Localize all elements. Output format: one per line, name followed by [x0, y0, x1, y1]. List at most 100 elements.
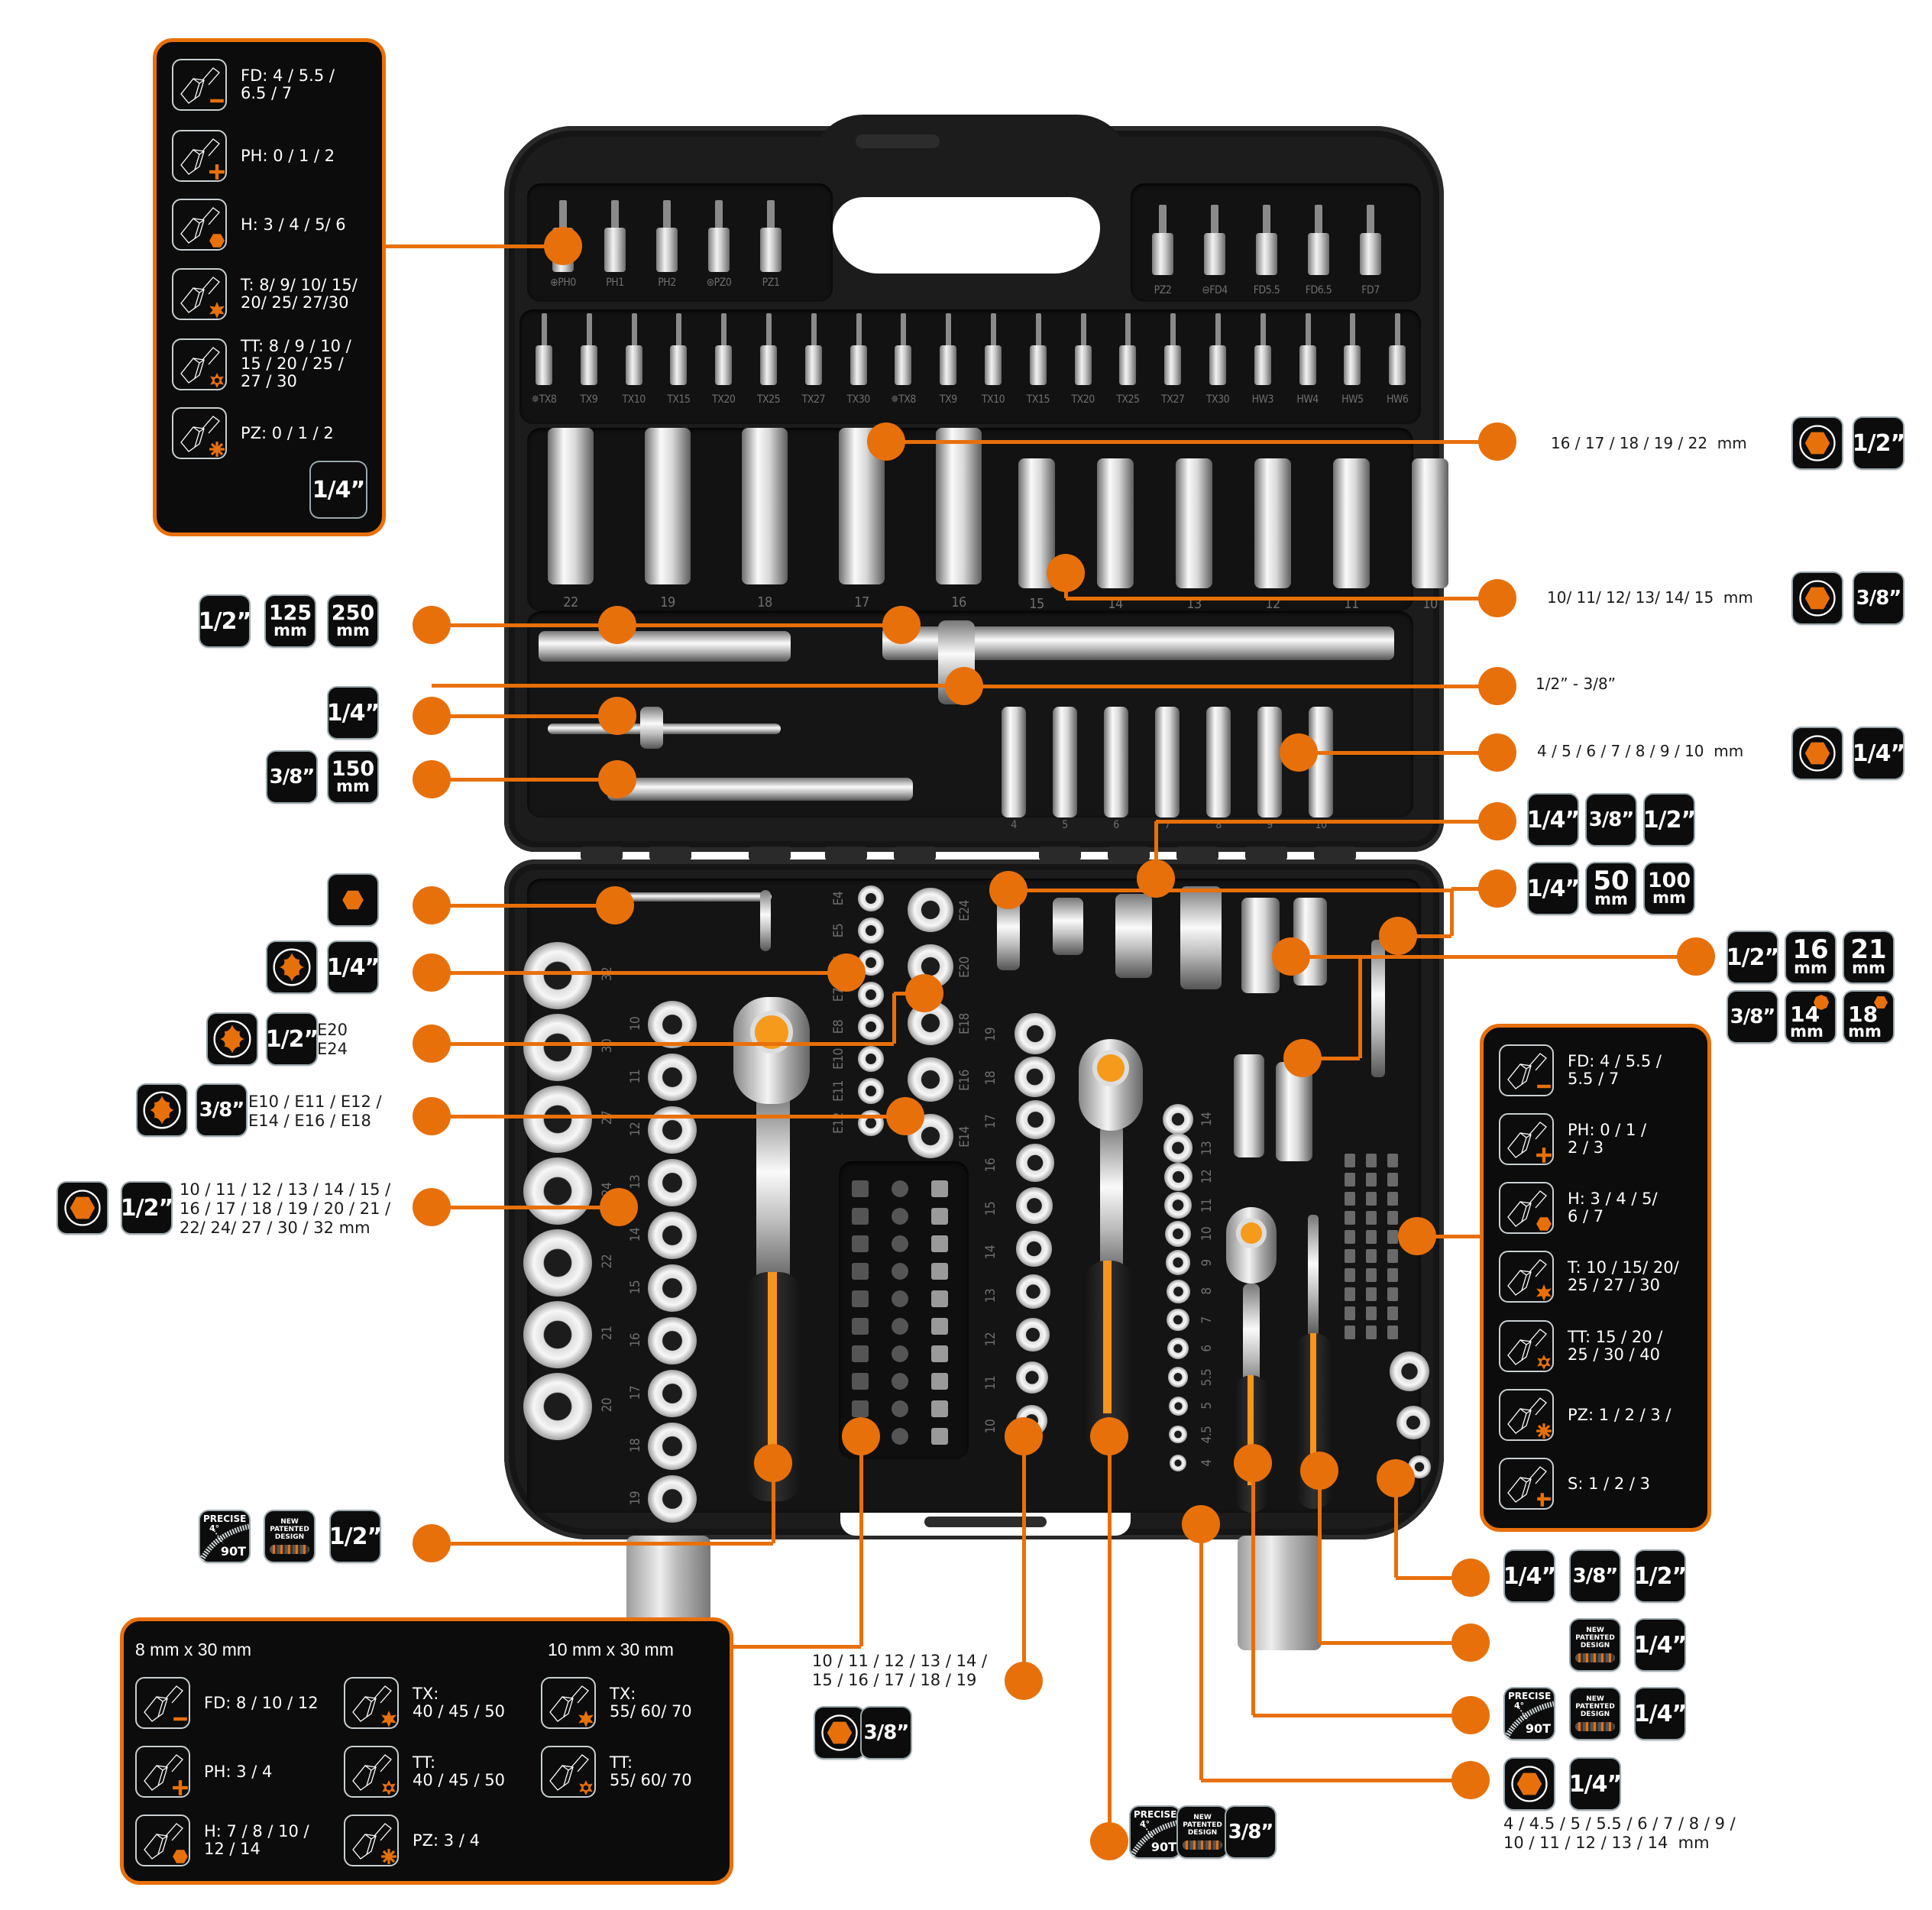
callout-line: [432, 1042, 894, 1046]
callout-marker-dot: [1478, 579, 1516, 617]
torx-bit-icon: [541, 1677, 596, 1729]
screwdriver-bit: [611, 200, 619, 231]
callout-line: [1253, 1714, 1471, 1717]
quarter-bit: [1366, 1173, 1377, 1186]
tray-label: E18: [957, 1013, 972, 1034]
callout-line: [1396, 1576, 1471, 1580]
tray-label: 11: [628, 1069, 643, 1084]
callout-marker-dot: [905, 974, 943, 1012]
bit-row: TX: 55/ 60/ 70: [541, 1677, 692, 1729]
bit-row: TT: 40 / 45 / 50: [344, 1746, 505, 1798]
bit-socket: [1389, 345, 1406, 385]
torx-tamper-bit-icon: [344, 1746, 399, 1798]
callout-marker-dot: [413, 606, 451, 644]
socket-38: [1016, 1144, 1054, 1182]
bit-socket: [1074, 345, 1092, 385]
socket-quarter: [1165, 1250, 1191, 1275]
callout-marker-dot: [1182, 1505, 1220, 1543]
tray-label: 8: [1199, 1287, 1215, 1295]
callout-marker-dot: [882, 606, 921, 644]
callout-line: [1303, 1057, 1360, 1060]
torx-bit: [1035, 313, 1041, 351]
callout-marker-dot: [1478, 422, 1516, 461]
impact-bit: [852, 1208, 869, 1225]
socket-38: [1016, 1361, 1048, 1394]
hex-socket-badge: [1793, 728, 1842, 779]
bit-sizes-text: PH: 0 / 1 / 2: [241, 146, 335, 165]
bit-row: H: 7 / 8 / 10 / 12 / 14: [135, 1814, 309, 1866]
hex-bit-icon: [135, 1814, 190, 1866]
callout-text-38-sockets: 10 / 11 / 12 / 13 / 14 / 15 / 16 / 17 / …: [812, 1652, 988, 1689]
socket-half-inch: [648, 1159, 697, 1206]
spark-plug-socket-18mm: [1276, 1062, 1312, 1161]
bit-row-torx: T: 8/ 9/ 10/ 15/ 20/ 25/ 27/30: [172, 268, 358, 320]
socket-half-inch: [648, 1001, 697, 1048]
tray-label: FD6.5: [1305, 284, 1332, 296]
tray-label: 16: [951, 594, 966, 610]
tray-label: FD5.5: [1253, 284, 1280, 296]
quarter-bit: [1345, 1211, 1355, 1225]
callout-line: [859, 1436, 863, 1646]
torx-bit: [1260, 313, 1266, 351]
bit-box-heading-8mm: 8 mm x 30 mm: [135, 1640, 252, 1659]
callout-marker-dot: [1451, 1696, 1490, 1734]
callout-line: [1108, 1436, 1112, 1841]
hinge-segment: [894, 847, 936, 860]
e-socket-quarter: [858, 1110, 884, 1136]
bit-row-torx-tamper: TT: 8 / 9 / 10 / 15 / 20 / 25 / 27 / 30: [172, 338, 351, 390]
callout-marker-dot: [1377, 1459, 1415, 1497]
torx-bit: [721, 313, 727, 351]
quarter-bit: [1366, 1287, 1377, 1301]
torx-bit: [766, 313, 772, 351]
deep-socket-38: [1333, 458, 1370, 588]
impact-bit: [892, 1263, 908, 1280]
callout-marker-dot: [413, 1025, 451, 1063]
drive-size-badge: 3/8”: [1728, 992, 1777, 1042]
ratchet-head-quarter[interactable]: [1226, 1207, 1277, 1284]
quarter-bit: [1366, 1326, 1377, 1339]
quarter-bit: [1345, 1268, 1355, 1282]
quarter-bit: [1345, 1306, 1355, 1320]
socket-quarter: [1169, 1425, 1187, 1444]
bit-socket: [1299, 345, 1316, 385]
tray-label: 8: [1215, 819, 1222, 831]
torx-bit: [811, 313, 817, 351]
tray-label: 10: [983, 1419, 998, 1434]
bit-sizes-text: H: 7 / 8 / 10 / 12 / 14: [204, 1822, 309, 1858]
callout-text-deep-38: 10/ 11/ 12/ 13/ 14/ 15 mm: [1547, 588, 1753, 607]
bit-sizes-text: H: 3 / 4 / 5/ 6 / 7: [1568, 1190, 1658, 1225]
phillips-bit-icon: [1499, 1113, 1554, 1165]
socket-half-inch: [648, 1317, 697, 1365]
tray-label: TX27: [1161, 393, 1185, 406]
hex-key: [760, 890, 771, 951]
tray-label: E16: [957, 1070, 972, 1091]
tray-label: TX10: [622, 393, 646, 406]
drive-size-badge: 1/4”: [1634, 1688, 1687, 1739]
torx-bit: [542, 313, 547, 351]
callout-marker-dot: [827, 953, 866, 992]
latch-right[interactable]: [1238, 1536, 1322, 1650]
tray-label: 17: [983, 1114, 998, 1129]
callout-text-deep-half: 16 / 17 / 18 / 19 / 22 mm: [1551, 434, 1747, 452]
ratchet-head-38[interactable]: [1079, 1039, 1143, 1131]
tray-label: FD7: [1361, 284, 1380, 296]
ratchet-head-half[interactable]: [733, 997, 810, 1104]
callout-line: [886, 440, 1497, 444]
callout-marker-dot: [600, 1188, 638, 1226]
impact-bit: [852, 1180, 869, 1197]
impact-bit: [931, 1373, 948, 1390]
bit-sizes-text: TT: 55/ 60/ 70: [610, 1753, 692, 1789]
tray-label: 14: [983, 1245, 998, 1260]
drive-size-badge: 1/4”: [327, 688, 380, 738]
callout-marker-dot: [413, 1188, 451, 1226]
callout-line: [1291, 955, 1696, 959]
e-socket-quarter: [858, 982, 884, 1008]
callout-line: [432, 971, 846, 975]
quarter-bit: [1345, 1173, 1355, 1186]
hinge-segment: [825, 847, 867, 860]
socket-half-inch-large: [523, 1086, 592, 1153]
torx-socket-badge: [138, 1085, 186, 1135]
tray-label: ⊛PZ0: [706, 277, 732, 289]
